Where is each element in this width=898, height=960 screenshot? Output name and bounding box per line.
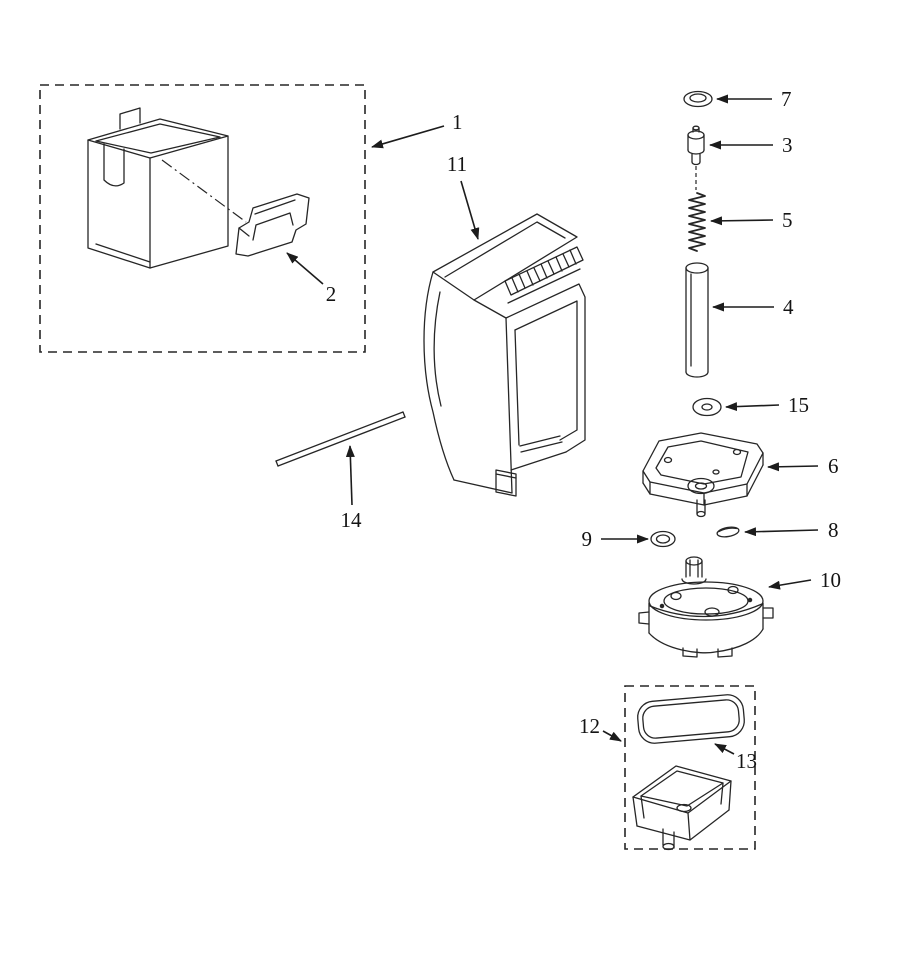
callout-12-arrow — [602, 730, 622, 742]
part-4-tube — [685, 262, 709, 378]
callout-15-arrow — [725, 402, 780, 412]
part-8-clip — [716, 526, 740, 538]
callout-1-arrow — [371, 125, 445, 149]
callout-10-arrow — [768, 579, 812, 590]
callout-3: 3 — [709, 133, 793, 157]
callout-7-label: 7 — [781, 87, 792, 111]
assembly-line-bin-to-handle — [161, 159, 247, 223]
part-9-grommet — [650, 530, 676, 548]
assembly-1-group — [39, 84, 366, 353]
callout-5: 5 — [710, 208, 793, 232]
callout-6: 6 — [767, 454, 839, 478]
callout-11: 11 — [447, 152, 480, 240]
callout-14: 14 — [341, 445, 363, 532]
callout-6-label: 6 — [828, 454, 839, 478]
part-3-coupler — [687, 125, 705, 166]
callout-14-label: 14 — [341, 508, 363, 532]
callout-13-arrow — [714, 743, 735, 755]
callout-8-arrow — [744, 527, 819, 537]
callout-4-label: 4 — [783, 295, 794, 319]
part-1-ice-bin — [87, 107, 229, 269]
callout-2-arrow — [286, 252, 324, 285]
callout-15: 15 — [725, 393, 809, 417]
callout-9-label: 9 — [582, 527, 593, 551]
callout-5-arrow — [710, 216, 774, 226]
callouts-layer: 1 2 3 4 5 6 7 8 — [286, 87, 841, 773]
part-15-washer — [692, 397, 722, 417]
assembly-12-group — [624, 685, 756, 851]
callout-8: 8 — [744, 518, 839, 542]
part-12-drip-tray — [632, 765, 732, 851]
callout-2-label: 2 — [326, 282, 337, 306]
callout-7: 7 — [716, 87, 792, 111]
callout-15-label: 15 — [788, 393, 809, 417]
callout-13: 13 — [714, 743, 757, 773]
callout-11-arrow — [460, 180, 480, 240]
assembly-1-dashed-box — [39, 84, 366, 353]
part-13-gasket — [637, 694, 745, 744]
callout-14-arrow — [345, 445, 355, 506]
callout-11-label: 11 — [447, 152, 467, 176]
part-2-handle-rail — [235, 193, 310, 257]
callout-8-label: 8 — [828, 518, 839, 542]
part-6-mounting-bracket — [642, 432, 764, 518]
callout-2: 2 — [286, 252, 337, 306]
callout-12-label: 12 — [579, 714, 600, 738]
part-11-dispenser-housing — [423, 213, 586, 497]
assembly-12-dashed-box — [624, 685, 756, 850]
part-5-spring — [688, 192, 706, 252]
callout-5-label: 5 — [782, 208, 793, 232]
callout-4: 4 — [712, 295, 794, 319]
callout-1: 1 — [371, 110, 463, 149]
part-7-cap — [683, 90, 713, 108]
part-14-rod — [275, 411, 406, 467]
callout-12: 12 — [579, 714, 622, 742]
callout-13-label: 13 — [736, 749, 757, 773]
callout-1-label: 1 — [452, 110, 463, 134]
callout-10: 10 — [768, 568, 841, 592]
callout-10-label: 10 — [820, 568, 841, 592]
callout-9: 9 — [582, 527, 649, 551]
callout-3-label: 3 — [782, 133, 793, 157]
callout-6-arrow — [767, 462, 819, 472]
part-10-auger-motor — [638, 556, 774, 658]
